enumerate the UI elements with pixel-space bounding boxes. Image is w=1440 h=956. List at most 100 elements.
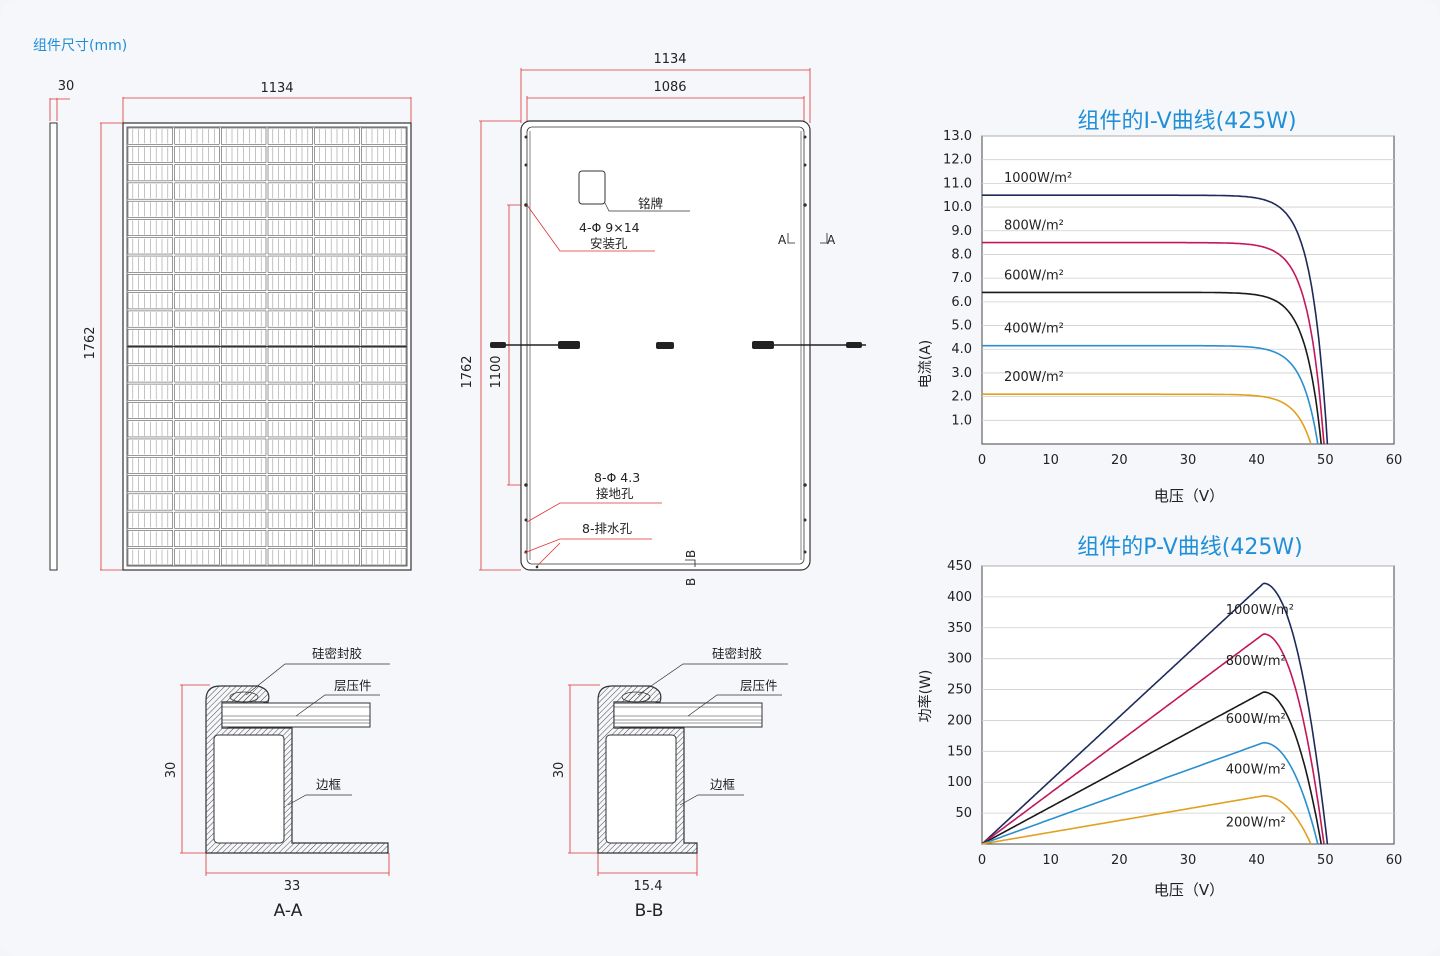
iv-curve-chart: 组件的I-V曲线(425W) 电流(A) 电压（V） 1.02.03.04.05… xyxy=(918,109,1402,505)
solar-cell xyxy=(221,164,267,182)
solar-cell xyxy=(361,493,407,511)
solar-cell xyxy=(174,274,220,291)
solar-cell xyxy=(314,310,360,328)
solar-cell xyxy=(221,365,267,383)
solar-cell xyxy=(221,457,267,474)
solar-cell xyxy=(127,182,173,200)
solar-cell xyxy=(127,420,173,438)
x-tick-label: 30 xyxy=(1180,853,1197,868)
x-tick-label: 30 xyxy=(1180,453,1197,468)
solar-cell xyxy=(221,146,267,163)
x-tick-label: 40 xyxy=(1248,853,1265,868)
solar-cell xyxy=(221,292,267,310)
plot-area xyxy=(981,135,1395,445)
series-line xyxy=(981,691,1322,845)
y-tick-label: 250 xyxy=(947,683,972,698)
y-tick-label: 8.0 xyxy=(951,247,972,262)
y-tick-label: 11.0 xyxy=(943,176,972,191)
solar-cell xyxy=(267,548,313,566)
solar-cell xyxy=(174,164,220,182)
solar-cell xyxy=(267,347,313,365)
solar-cell xyxy=(361,530,407,547)
solar-cell xyxy=(221,493,267,511)
solar-cell xyxy=(174,200,220,218)
x-tick-label: 0 xyxy=(978,853,986,868)
hole-spacing-dimension: 1100 xyxy=(489,355,504,388)
y-tick-label: 7.0 xyxy=(951,271,972,286)
series-label: 600W/m² xyxy=(1226,712,1286,727)
grounding-holes-label: 接地孔 xyxy=(596,486,634,501)
solar-cell xyxy=(267,475,313,493)
section-bb-title: B-B xyxy=(635,901,664,921)
solar-cell xyxy=(127,255,173,273)
solar-cell xyxy=(267,237,313,255)
solar-cell xyxy=(361,200,407,218)
solar-cell xyxy=(127,200,173,218)
series-line xyxy=(982,344,1319,445)
pv-y-axis-label: 功率(W) xyxy=(917,670,934,723)
solar-cell xyxy=(174,292,220,310)
y-tick-label: 150 xyxy=(947,744,972,759)
solar-cell xyxy=(267,200,313,218)
y-tick-label: 2.0 xyxy=(951,390,972,405)
solar-cell xyxy=(221,328,267,346)
solar-cell xyxy=(361,420,407,438)
solar-cell xyxy=(127,365,173,383)
y-tick-label: 450 xyxy=(947,559,972,574)
back-view: 1134 1086 1762 1100 xyxy=(460,52,866,586)
nameplate-symbol xyxy=(578,170,606,205)
solar-cell xyxy=(174,457,220,474)
section-bb-sealant-label: 硅密封胶 xyxy=(712,646,762,661)
side-thickness-dimension: 30 xyxy=(58,79,75,94)
solar-cell xyxy=(174,402,220,419)
solar-cell xyxy=(127,402,173,419)
x-tick-label: 10 xyxy=(1042,453,1059,468)
section-b-marker-top: B xyxy=(684,550,698,558)
solar-cell xyxy=(267,127,313,145)
solar-cell xyxy=(174,438,220,456)
x-tick-label: 10 xyxy=(1042,853,1059,868)
section-title: 组件尺寸(mm) xyxy=(33,38,128,54)
solar-cell-grid xyxy=(127,127,407,566)
section-bb-drawing: 30 15.4 硅密封胶 层压件 边框 B-B xyxy=(552,646,788,921)
solar-cell xyxy=(361,457,407,474)
series-label: 200W/m² xyxy=(1004,370,1064,385)
series-label: 600W/m² xyxy=(1004,268,1064,283)
pv-x-axis-label: 电压（V） xyxy=(1154,881,1224,899)
back-overall-width-dimension: 1134 xyxy=(653,52,686,67)
solar-cell xyxy=(267,274,313,291)
side-view: 30 xyxy=(49,79,75,571)
section-aa-width-dimension: 33 xyxy=(284,879,301,894)
series-label: 1000W/m² xyxy=(1226,603,1294,618)
solar-cell xyxy=(361,365,407,383)
y-tick-label: 12.0 xyxy=(943,153,972,168)
solar-cell xyxy=(174,493,220,511)
solar-cell xyxy=(314,255,360,273)
solar-cell xyxy=(221,274,267,291)
solar-cell xyxy=(267,328,313,346)
solar-cell xyxy=(361,237,407,255)
solar-cell xyxy=(361,292,407,310)
solar-cell xyxy=(127,164,173,182)
module-dimension-drawings: 30 1134 1762 1134 1086 xyxy=(49,52,866,921)
solar-cell xyxy=(221,200,267,218)
solar-cell xyxy=(127,310,173,328)
solar-cell xyxy=(267,383,313,401)
solar-cell xyxy=(174,310,220,328)
x-tick-label: 40 xyxy=(1248,453,1265,468)
solar-cell xyxy=(221,511,267,529)
series-label: 800W/m² xyxy=(1226,654,1286,669)
solar-cell xyxy=(174,127,220,145)
iv-x-axis-label: 电压（V） xyxy=(1154,487,1224,505)
solar-cell xyxy=(127,383,173,401)
solar-cell xyxy=(314,127,360,145)
solar-cell xyxy=(361,383,407,401)
solar-cell xyxy=(267,365,313,383)
solar-cell xyxy=(314,383,360,401)
solar-cell xyxy=(314,511,360,529)
solar-cell xyxy=(221,219,267,236)
y-tick-label: 300 xyxy=(947,652,972,667)
solar-cell xyxy=(267,146,313,163)
section-bb-width-dimension: 15.4 xyxy=(634,879,663,894)
series-line xyxy=(982,194,1329,445)
